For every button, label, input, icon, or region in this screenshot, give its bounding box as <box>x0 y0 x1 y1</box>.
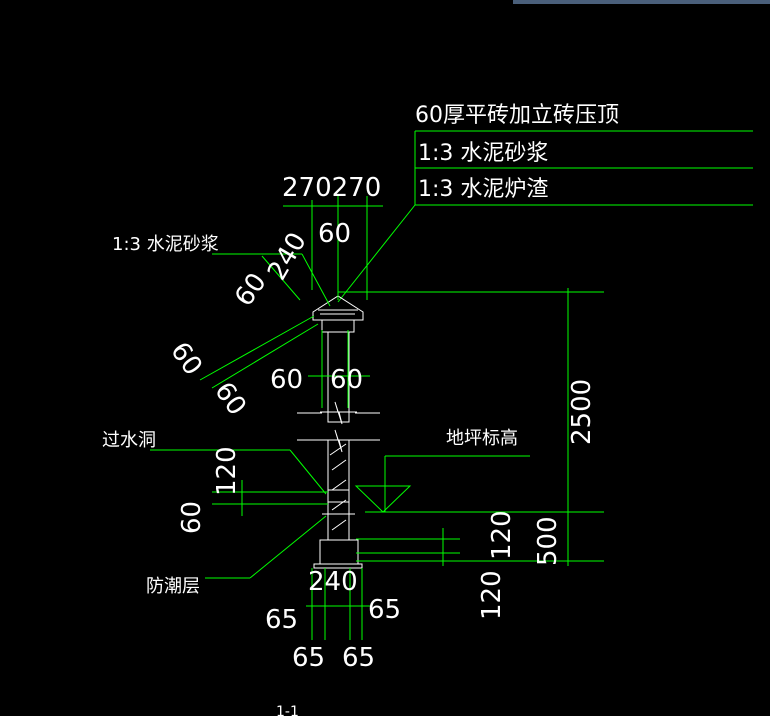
note-ground-level: 地坪标高 <box>446 428 518 449</box>
dim-60-left-c: 60 <box>208 377 252 421</box>
dim-60-left-a: 60 <box>229 268 273 312</box>
dim-65-a: 65 <box>265 605 298 635</box>
footing-step-2 <box>313 563 363 569</box>
dimension-texts: 270270 60 240 60 60 60 60 60 2500 500 12… <box>164 173 597 673</box>
note-mortar-left: 1:3 水泥砂浆 <box>112 234 219 255</box>
note-cement-slag: 1:3 水泥炉渣 <box>418 177 548 202</box>
dim-500: 500 <box>533 516 563 566</box>
section-label: 1-1 <box>276 704 299 716</box>
coping-base <box>321 319 355 333</box>
dim-120-left: 120 <box>212 446 242 496</box>
dim-65-c: 65 <box>292 643 325 673</box>
wall-upper <box>327 331 350 423</box>
dim-120-right-b: 120 <box>477 570 507 620</box>
note-leaders <box>337 130 753 303</box>
drain-hole <box>327 489 350 503</box>
footing-step-1 <box>319 539 359 565</box>
coping-cap <box>312 295 364 321</box>
break-line-top <box>320 401 357 425</box>
dim-60-left-b: 60 <box>164 337 208 381</box>
dim-60-mid-right: 60 <box>330 365 363 395</box>
dim-240-top: 240 <box>262 228 313 286</box>
dim-60-top: 60 <box>318 219 351 249</box>
dim-240-bottom: 240 <box>308 567 358 597</box>
ground-level-marker <box>354 485 412 513</box>
title-bar-strip <box>513 0 770 4</box>
note-coping-title: 60厚平砖加立砖压顶 <box>415 103 619 128</box>
note-damp-proof: 防潮层 <box>146 576 200 597</box>
dim-60-left-low: 60 <box>177 501 207 534</box>
note-drain-hole: 过水洞 <box>102 430 156 451</box>
dim-65-b: 65 <box>368 595 401 625</box>
dim-60-mid-left: 60 <box>270 365 303 395</box>
dim-270-270: 270270 <box>282 173 381 203</box>
note-cement-mortar: 1:3 水泥砂浆 <box>418 141 548 166</box>
annotation-texts: 60厚平砖加立砖压顶 1:3 水泥砂浆 1:3 水泥炉渣 1:3 水泥砂浆 过水… <box>102 103 619 716</box>
wall-section <box>297 295 380 569</box>
dim-65-d: 65 <box>342 643 375 673</box>
dim-120-right-a: 120 <box>487 510 517 560</box>
dimension-lines <box>150 196 604 640</box>
dim-2500: 2500 <box>567 379 597 445</box>
